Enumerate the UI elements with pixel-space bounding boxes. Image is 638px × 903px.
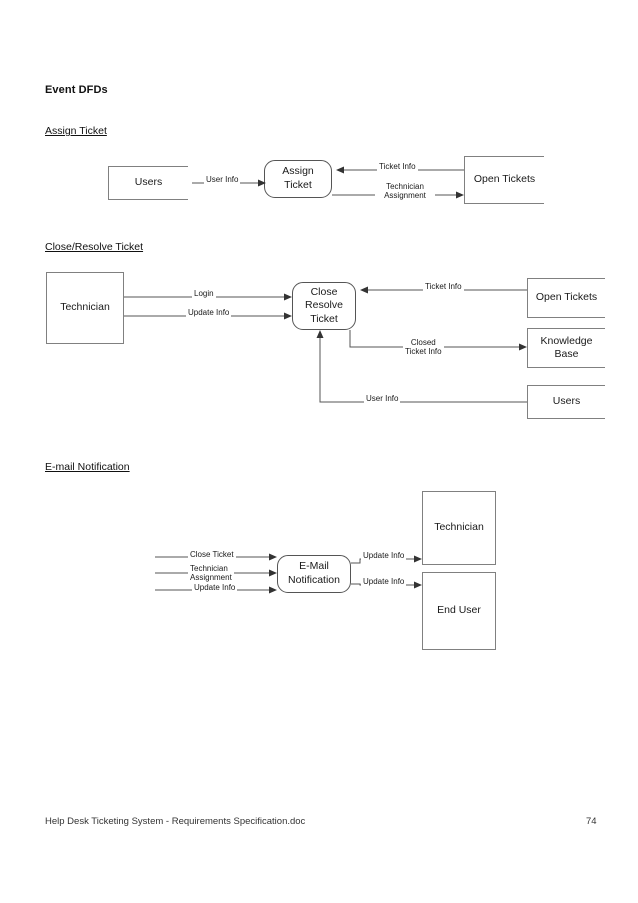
entity-open-tickets: Open Tickets [464,156,544,204]
flow-label-user-info: User Info [204,175,241,185]
entity-open-tickets-2: Open Tickets [527,278,605,318]
entity-label-line1: Knowledge [540,334,593,347]
process-label-line1: Assign [282,165,314,178]
process-label-line2: Ticket [284,179,312,191]
process-label-line1: Close [310,285,338,298]
flow-label-line2: Ticket Info [405,347,442,357]
process-email-notification: E-Mail Notification [277,555,351,593]
flow-label-line2: Assignment [190,573,232,583]
entity-technician: Technician [46,272,124,344]
diagram-title-assign-ticket: Assign Ticket [45,125,107,137]
flow-label-technician-assignment-2: Technician Assignment [188,564,234,583]
process-label-line2: Notification [288,574,340,586]
process-assign-ticket: Assign Ticket [264,160,332,198]
diagram-title-email-notification: E-mail Notification [45,461,130,473]
flow-label-technician-assignment: Technician Assignment [375,182,435,201]
process-close-resolve-ticket: Close Resolve Ticket [292,282,356,330]
flow-label-line1: Technician [190,564,228,573]
page-title: Event DFDs [45,84,108,96]
footer-document-name: Help Desk Ticketing System - Requirement… [45,816,306,827]
diagram-title-close-resolve-ticket: Close/Resolve Ticket [45,241,144,253]
flow-label-update-info-in: Update Info [192,583,238,593]
entity-end-user: End User [422,572,496,650]
flow-label-login: Login [192,289,216,299]
footer-page-number: 74 [586,816,597,827]
flow-label-closed-ticket-info: Closed Ticket Info [403,338,444,357]
flow-label-user-info-2: User Info [364,394,401,404]
flow-label-update-info-technician: Update Info [361,551,407,561]
entity-knowledge-base: Knowledge Base [527,328,605,368]
flow-label-update-info: Update Info [186,308,232,318]
entity-users-2: Users [527,385,605,419]
flow-label-close-ticket: Close Ticket [188,550,236,560]
flow-label-ticket-info: Ticket Info [377,162,418,172]
entity-label-line2: Base [554,348,579,360]
flow-label-update-info-end-user: Update Info [361,577,407,587]
flow-label-line1: Closed [410,338,436,347]
process-label-line1: E-Mail [299,560,329,573]
flow-label-ticket-info-2: Ticket Info [423,282,464,292]
entity-technician-2: Technician [422,491,496,565]
process-label-line2: Resolve [305,299,343,312]
process-label-line3: Ticket [310,312,338,325]
entity-users: Users [108,166,188,200]
